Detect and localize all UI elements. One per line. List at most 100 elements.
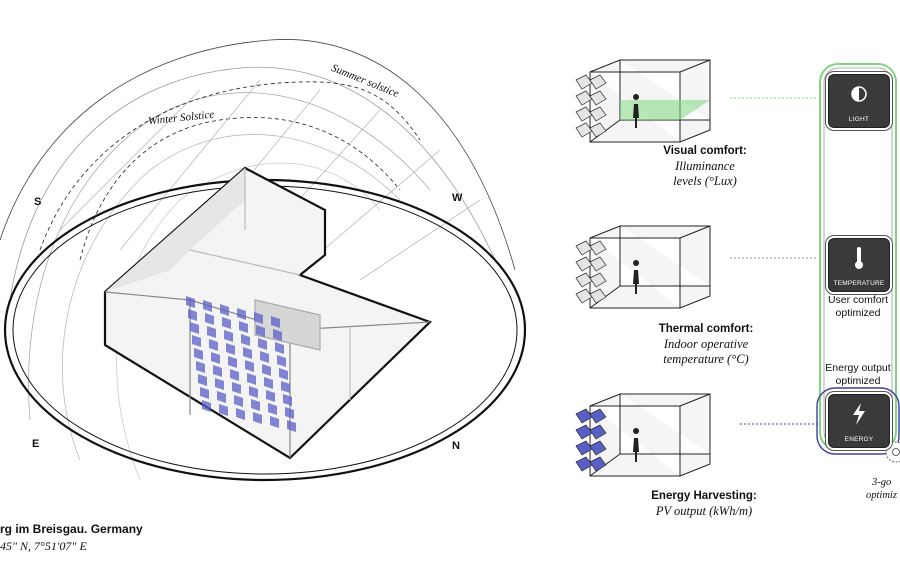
compass-west: W (452, 192, 463, 204)
pv-module (220, 304, 229, 316)
pv-module (205, 313, 214, 325)
pv-module (190, 322, 199, 334)
pv-module (256, 325, 265, 337)
building-model (103, 166, 433, 460)
pv-module (260, 351, 269, 363)
pv-module (270, 416, 279, 428)
pv-module (215, 378, 224, 390)
thermometer-icon (855, 247, 863, 269)
pv-module (226, 343, 235, 355)
visual-comfort-line2: levels (°Lux) (673, 174, 737, 188)
thermal-comfort-title: Thermal comfort: (658, 323, 754, 335)
pv-module (271, 316, 280, 328)
light-card: LIGHT (828, 74, 890, 128)
energy-harvesting-label: Energy Harvesting: PV output (kWh/m) (634, 489, 774, 519)
pv-module (219, 404, 228, 416)
pv-module (264, 377, 273, 389)
pv-module (254, 312, 263, 324)
energy-harvesting-line1: PV output (kWh/m) (655, 504, 753, 518)
pv-module (258, 338, 267, 350)
energy-harvesting-title: Energy Harvesting: (651, 490, 757, 502)
pv-module (239, 321, 248, 333)
pv-module (243, 347, 252, 359)
module-2 (575, 393, 711, 477)
module-illustrations (575, 59, 711, 477)
goal-text-2: optimiz (866, 490, 897, 501)
visual-comfort-line1: Illuminance (675, 159, 735, 173)
pv-module (213, 365, 222, 377)
pv-module (285, 407, 294, 419)
pv-module (198, 374, 207, 386)
lightning-icon (853, 403, 865, 425)
pv-module (237, 308, 246, 320)
thermal-comfort-line1: Indoor operative (663, 337, 749, 351)
compass-north: N (452, 440, 460, 452)
pv-module (228, 356, 237, 368)
shading-panel (589, 122, 607, 138)
shading-panel (589, 272, 607, 288)
module-0 (575, 59, 711, 143)
shading-panel (589, 408, 607, 424)
pv-module (279, 368, 288, 380)
location-coords: 45" N, 7°51'07" E (0, 539, 87, 553)
pv-module (249, 386, 258, 398)
pv-module (207, 326, 216, 338)
pv-facade-grid (186, 296, 296, 432)
pv-module (234, 395, 243, 407)
half-moon-icon (851, 86, 867, 102)
pv-module (209, 339, 218, 351)
pv-module (262, 364, 271, 376)
pv-module (232, 382, 241, 394)
module-1 (575, 225, 711, 309)
pv-module (188, 309, 197, 321)
pv-module (196, 361, 205, 373)
location-caption: rg im Breisgau. Germany 45" N, 7°51'07" … (0, 521, 143, 555)
optimization-panel-frame (819, 63, 897, 451)
light-card-label: LIGHT (848, 116, 870, 123)
person-figure (633, 428, 640, 462)
pv-module (287, 420, 296, 432)
thermal-comfort-line2: temperature (°C) (663, 352, 749, 366)
pv-module (241, 334, 250, 346)
shading-panel (589, 106, 607, 122)
pv-module (200, 387, 209, 399)
pv-module (253, 412, 262, 424)
pv-module (283, 394, 292, 406)
temperature-card: TEMPERATURE (828, 238, 890, 292)
pv-module (268, 403, 277, 415)
pv-module (273, 329, 282, 341)
temperature-card-label: TEMPERATURE (833, 280, 885, 287)
pv-module (266, 390, 275, 402)
pv-module (251, 399, 260, 411)
shading-panel (589, 288, 607, 304)
visual-comfort-title: Visual comfort: (663, 145, 747, 157)
shading-panel (589, 74, 607, 90)
pv-module (203, 300, 212, 312)
thermal-comfort-label: Thermal comfort: Indoor operative temper… (636, 322, 776, 367)
pv-module (211, 352, 220, 364)
pv-module (236, 408, 245, 420)
user-comfort-text: User comfort optimized (827, 294, 889, 319)
pv-module (217, 391, 226, 403)
shading-panel (589, 456, 607, 472)
shading-panel (589, 424, 607, 440)
shading-panel (589, 256, 607, 272)
pv-module (245, 360, 254, 372)
pv-module (230, 369, 239, 381)
pv-module (186, 296, 195, 308)
visual-comfort-label: Visual comfort: Illuminance levels (°Lux… (640, 144, 770, 189)
pv-module (222, 317, 231, 329)
shading-panel (589, 90, 607, 106)
goal-text-1: 3-go (872, 477, 892, 488)
shading-panel (589, 240, 607, 256)
location-name: rg im Breisgau. Germany (0, 522, 143, 536)
compass-east: E (32, 438, 40, 450)
pv-module (247, 373, 256, 385)
pv-module (277, 355, 286, 367)
pv-module (192, 335, 201, 347)
pv-module (194, 348, 203, 360)
pv-module (275, 342, 284, 354)
compass-south: S (34, 196, 42, 208)
energy-output-text: Energy output optimized (825, 362, 891, 387)
